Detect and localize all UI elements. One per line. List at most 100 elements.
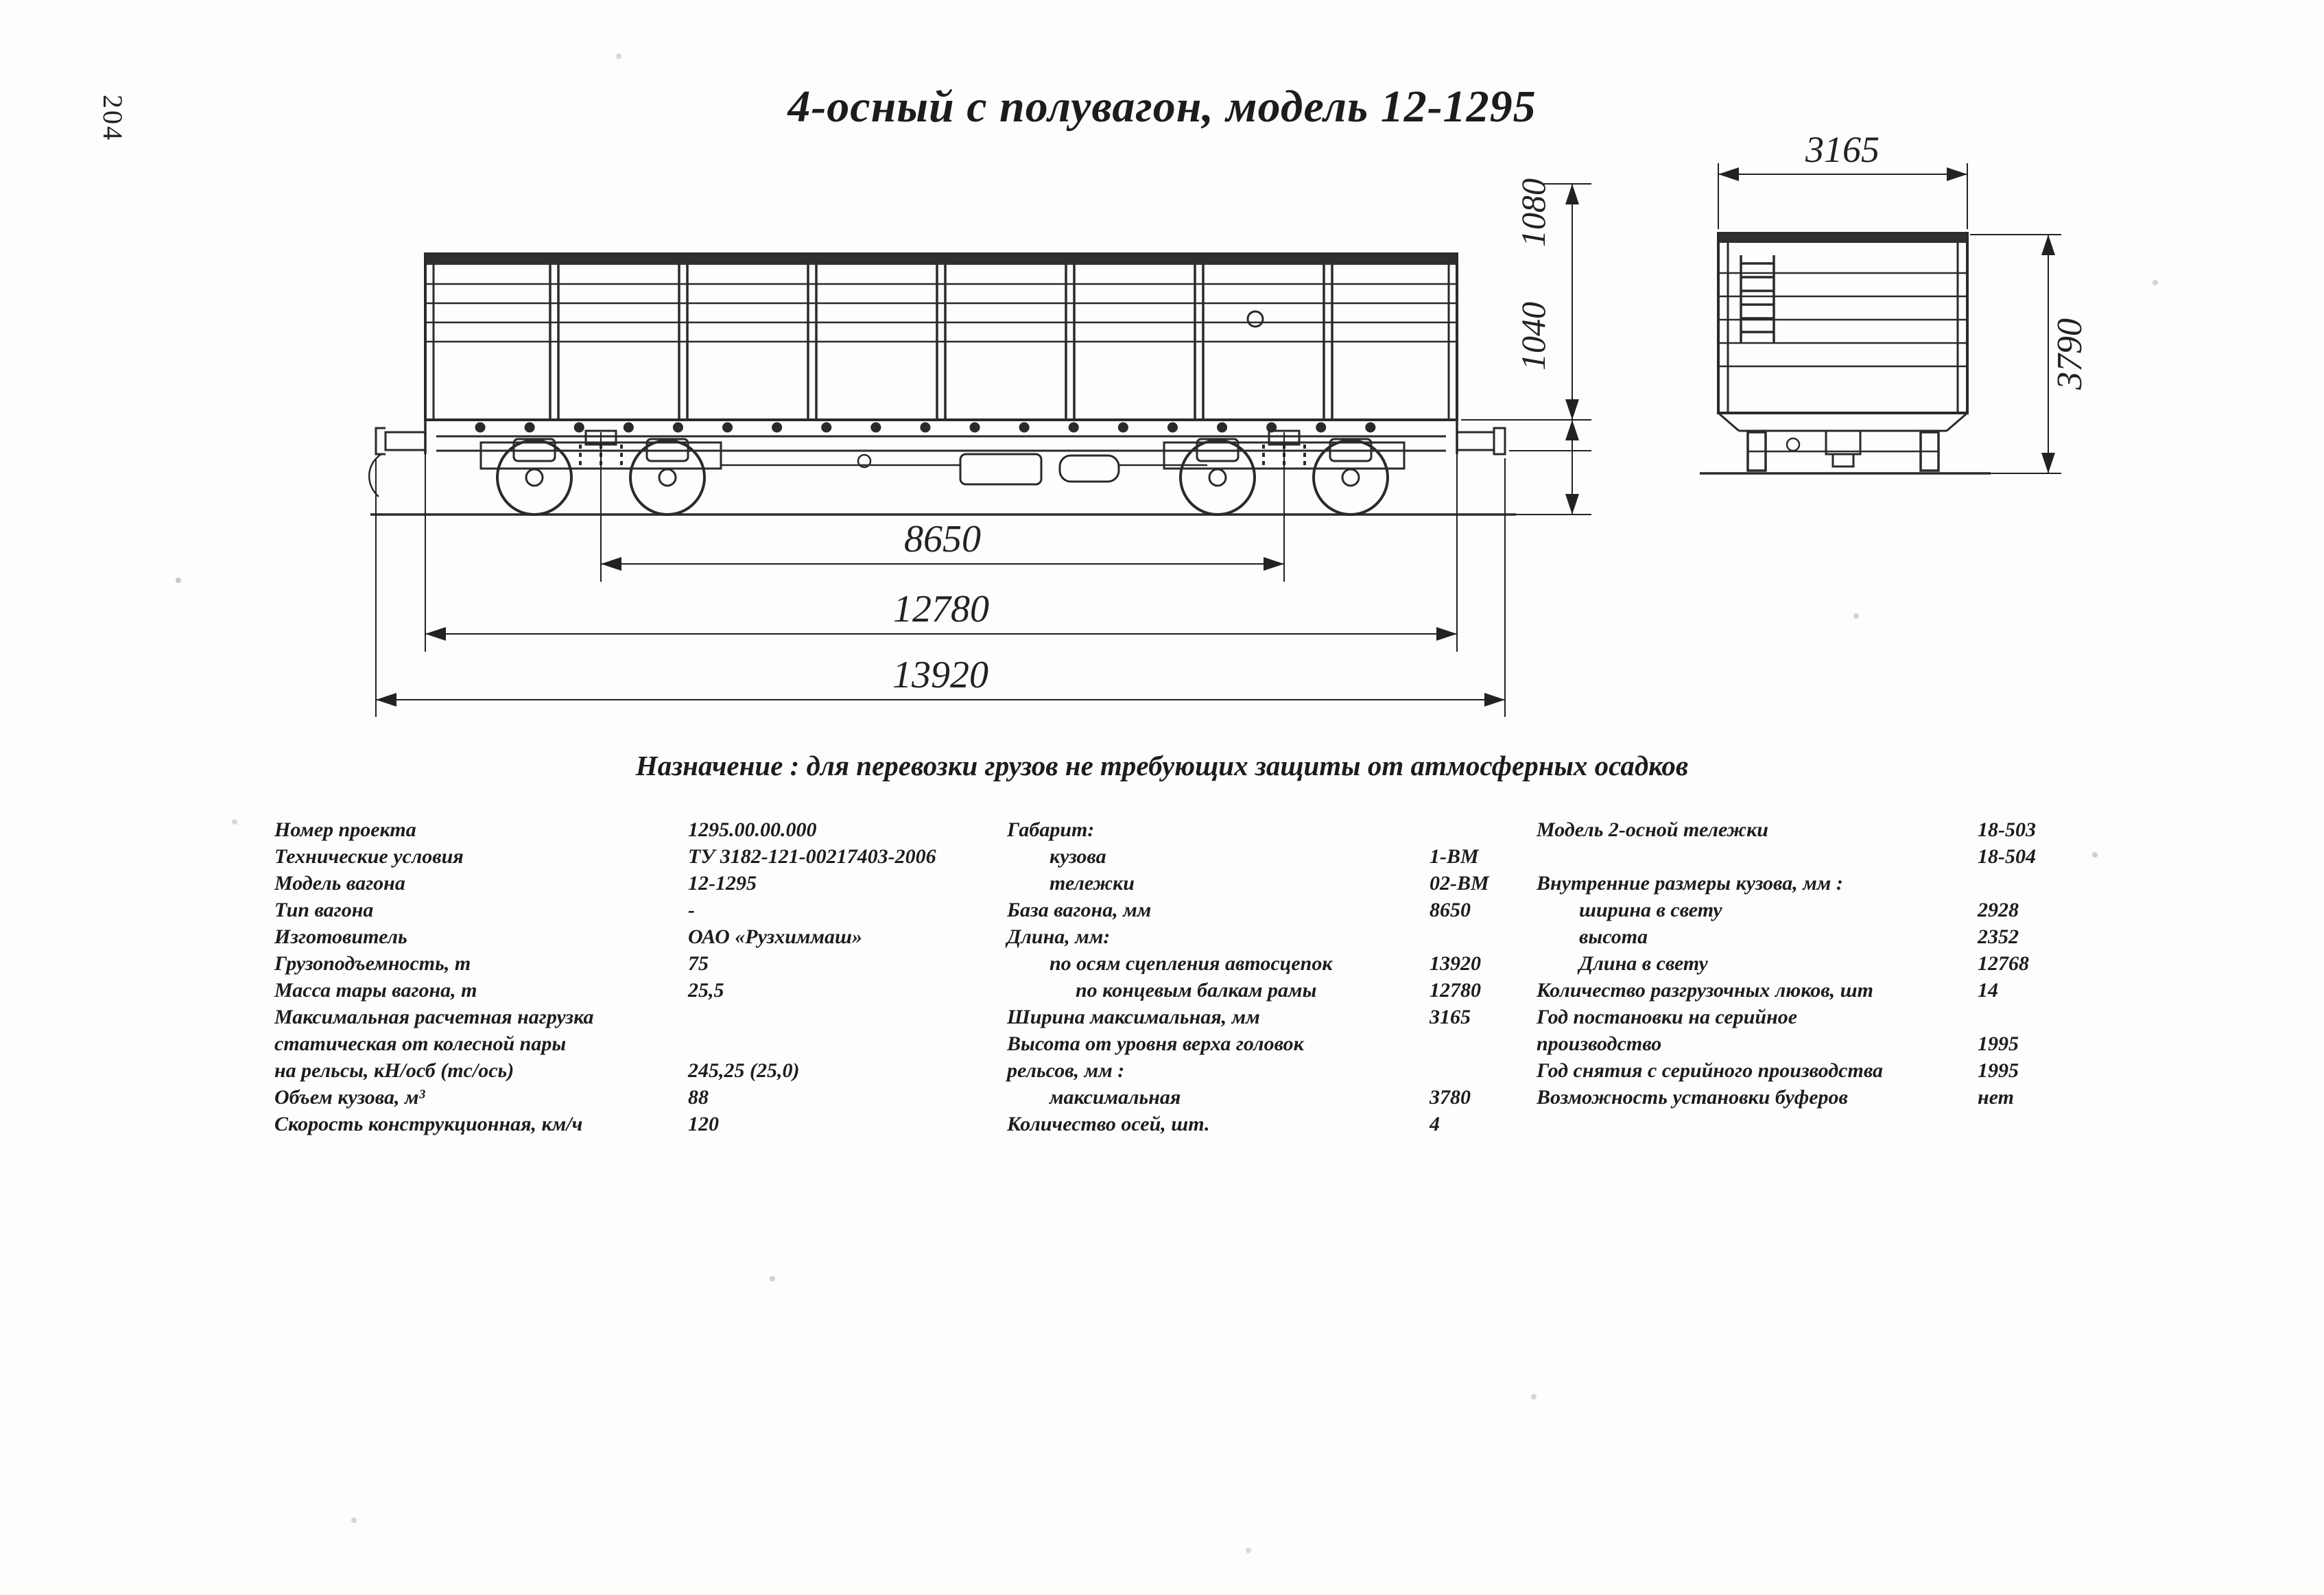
spec-label: Изготовитель <box>274 925 407 948</box>
spec-row: производство 1995 <box>1537 1030 2036 1057</box>
spec-row: Объем кузова, м³ 88 <box>274 1084 936 1111</box>
spec-row: Грузоподъемность, т 75 <box>274 950 936 977</box>
spec-label: максимальная <box>1050 1086 1181 1109</box>
spec-label: Масса тары вагона, т <box>274 979 477 1002</box>
dim-label-height-upper: 1080 <box>1514 178 1552 247</box>
spec-label: по концевым балкам рамы <box>1076 979 1317 1002</box>
spec-value: нет <box>1978 1086 2014 1109</box>
spec-label: Модель вагона <box>274 872 405 895</box>
spec-label: Длина в свету <box>1579 952 1708 975</box>
spec-value: 14 <box>1978 979 1998 1002</box>
spec-label: на рельсы, кН/осб (тс/ось) <box>274 1059 514 1082</box>
spec-row: 18-504 <box>1537 843 2036 870</box>
spec-value: 2928 <box>1978 899 2019 921</box>
spec-label: Ширина максимальная, мм <box>1007 1006 1260 1028</box>
spec-value: 75 <box>688 952 709 975</box>
spec-row: Год снятия с серийного производства 1995 <box>1537 1057 2036 1084</box>
spec-value: ТУ 3182-121-00217403-2006 <box>688 845 936 868</box>
spec-row: Высота от уровня верха головок <box>1007 1030 1489 1057</box>
dim-label-frame-length: 12780 <box>893 588 989 630</box>
dim-label-coupler-length: 13920 <box>892 654 988 696</box>
spec-label: Скорость конструкционная, км/ч <box>274 1113 583 1135</box>
spec-value: 12780 <box>1430 979 1481 1002</box>
spec-row: База вагона, мм 8650 <box>1007 897 1489 923</box>
spec-row: статическая от колесной пары <box>274 1030 936 1057</box>
spec-label: Внутренние размеры кузова, мм : <box>1537 872 1843 895</box>
spec-row: тележки 02-ВМ <box>1007 870 1489 897</box>
spec-value: 1995 <box>1978 1032 2019 1055</box>
spec-value: 3165 <box>1430 1006 1471 1028</box>
spec-row: Максимальная расчетная нагрузка <box>274 1004 936 1030</box>
spec-row: Количество осей, шт.4 <box>1007 1111 1489 1137</box>
end-dimensions <box>1718 163 2061 474</box>
spec-row: Масса тары вагона, т 25,5 <box>274 977 936 1004</box>
page-title: 4-осный с полувагон, модель 12-1295 <box>787 82 1537 132</box>
spec-row: Год постановки на серийное <box>1537 1004 2036 1030</box>
spec-row: Тип вагона - <box>274 897 936 923</box>
spec-label: Грузоподъемность, т <box>274 952 471 975</box>
spec-value: 13920 <box>1430 952 1481 975</box>
spec-label: Габарит: <box>1007 818 1095 841</box>
spec-label: Максимальная расчетная нагрузка <box>274 1006 594 1028</box>
spec-label: статическая от колесной пары <box>274 1032 567 1055</box>
spec-value: 8650 <box>1430 899 1471 921</box>
coupler-left <box>368 427 427 497</box>
spec-label: тележки <box>1050 872 1135 895</box>
spec-row: Длина, мм: <box>1007 923 1489 950</box>
spec-value: 1-ВМ <box>1430 845 1479 868</box>
spec-row: на рельсы, кН/осб (тс/ось) 245,25 (25,0) <box>274 1057 936 1084</box>
spec-value: 3780 <box>1430 1086 1471 1109</box>
spec-label: Технические условия <box>274 845 464 868</box>
spec-row: Габарит: <box>1007 816 1489 843</box>
spec-label: производство <box>1537 1032 1662 1055</box>
spec-row: Технические условия ТУ 3182-121-00217403-… <box>274 843 936 870</box>
coupler-right <box>1456 427 1506 456</box>
side-height-dimensions <box>1461 183 1591 515</box>
dim-label-end-height: 3790 <box>2050 318 2089 390</box>
spec-value: 25,5 <box>688 979 724 1002</box>
spec-value: 88 <box>688 1086 709 1109</box>
spec-value: 120 <box>688 1113 719 1135</box>
spec-label: Высота от уровня верха головок <box>1007 1032 1304 1055</box>
spec-label: Объем кузова, м³ <box>274 1086 425 1109</box>
spec-label: База вагона, мм <box>1007 899 1152 921</box>
spec-row: Скорость конструкционная, км/ч 120 <box>274 1111 936 1137</box>
spec-label: Год снятия с серийного производства <box>1537 1059 1884 1082</box>
spec-label: по осям сцепления автосцепок <box>1050 952 1333 975</box>
spec-value: 2352 <box>1978 925 2019 948</box>
dim-label-end-width: 3165 <box>1805 129 1880 170</box>
purpose-caption: Назначение : для перевозки грузов не тре… <box>635 750 1689 781</box>
spec-row: высота 2352 <box>1537 923 2036 950</box>
spec-label: Тип вагона <box>274 899 374 921</box>
spec-row: Ширина максимальная, мм 3165 <box>1007 1004 1489 1030</box>
spec-label: Год постановки на серийное <box>1537 1006 1798 1028</box>
spec-row: Внутренние размеры кузова, мм : <box>1537 870 2036 897</box>
side-view <box>368 252 1516 516</box>
spec-value: 18-504 <box>1978 845 2036 868</box>
spec-row: максимальная 3780 <box>1007 1084 1489 1111</box>
spec-row: по концевым балкам рамы 12780 <box>1007 977 1489 1004</box>
spec-row: рельсов, мм : <box>1007 1057 1489 1084</box>
spec-label: Номер проекта <box>274 818 416 841</box>
spec-label: Модель 2-осной тележки <box>1537 818 1768 841</box>
spec-value: 245,25 (25,0) <box>688 1059 800 1082</box>
spec-label: Количество осей, шт. <box>1007 1113 1210 1135</box>
wagon-technical-drawing: 8650 12780 13920 1080 1040 <box>368 129 2089 717</box>
spec-label <box>1537 843 1978 870</box>
spec-value: - <box>688 899 695 921</box>
spec-label: высота <box>1579 925 1648 948</box>
spec-value: 1995 <box>1978 1059 2019 1082</box>
spec-row: по осям сцепления автосцепок 13920 <box>1007 950 1489 977</box>
spec-value: 02-ВМ <box>1430 872 1489 895</box>
